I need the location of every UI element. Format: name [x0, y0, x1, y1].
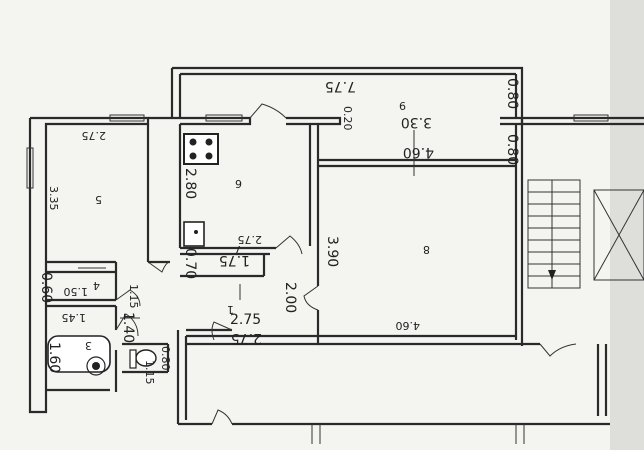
- dim-2-80: 2.80: [182, 168, 198, 199]
- staircase: [527, 179, 644, 289]
- dim-1-40: 1.40: [120, 312, 136, 343]
- dim-2-75-hall-dup: 2.75: [231, 330, 262, 346]
- stove-icon: [183, 133, 219, 165]
- dim-1-45: 1.45: [62, 311, 87, 324]
- dim-2-00: 2.00: [282, 282, 298, 313]
- dim-1-15-wc: 1.15: [143, 360, 156, 385]
- fixtures: [47, 133, 219, 376]
- dim-3-30: 3.30: [401, 114, 432, 130]
- dim-4-60-bottom: 4.60: [396, 319, 421, 332]
- dim-4-60-top: 4.60: [403, 144, 434, 160]
- dim-2-75-hall: 2.75: [230, 312, 261, 328]
- dim-1-50: 1.50: [64, 285, 89, 298]
- dim-0-80-top: 0.80: [504, 78, 520, 109]
- dim-0-20: 0.20: [341, 106, 354, 131]
- windows: [26, 114, 609, 189]
- dim-0-60: 0.60: [38, 272, 54, 303]
- room-number-9: 9: [399, 99, 406, 112]
- doors: [115, 103, 577, 425]
- kitchen-sink-icon: [183, 221, 205, 247]
- dim-1-15: 1.15: [127, 284, 140, 309]
- room-number-8: 8: [423, 243, 430, 256]
- dim-7-75: 7.75: [325, 78, 356, 94]
- inner-walls: [46, 124, 516, 392]
- room-number-4: 4: [93, 279, 100, 292]
- dim-1-60: 1.60: [46, 342, 62, 373]
- dim-2-75-room5: 2.75: [82, 129, 107, 142]
- room-number-5: 5: [95, 193, 102, 206]
- dim-0-70: 0.70: [182, 248, 198, 279]
- dimension-labels: 7.75 0.80 0.20 3.30 0.80 4.60 2.75 3.35 …: [38, 78, 520, 385]
- room-number-6: 6: [235, 177, 242, 190]
- dim-0-80-mid: 0.80: [504, 134, 520, 165]
- dim-3-90: 3.90: [324, 236, 340, 267]
- dimension-lines: [78, 130, 415, 319]
- room-number-7: 7: [235, 243, 242, 256]
- dim-2-75-kitchen: 2.75: [238, 233, 263, 246]
- outer-walls: [28, 66, 644, 444]
- dim-3-35: 3.35: [47, 186, 60, 211]
- dim-1-75: 1.75: [219, 252, 250, 268]
- room-number-3: 3: [85, 339, 92, 352]
- room-number-1: 1: [227, 303, 234, 316]
- room-numbers: 9 5 6 7 8 4 1 3: [85, 99, 430, 352]
- right-shadow: [610, 0, 644, 450]
- dim-0-80-wc: 0.80: [159, 346, 172, 371]
- washbasin-icon: [86, 356, 106, 376]
